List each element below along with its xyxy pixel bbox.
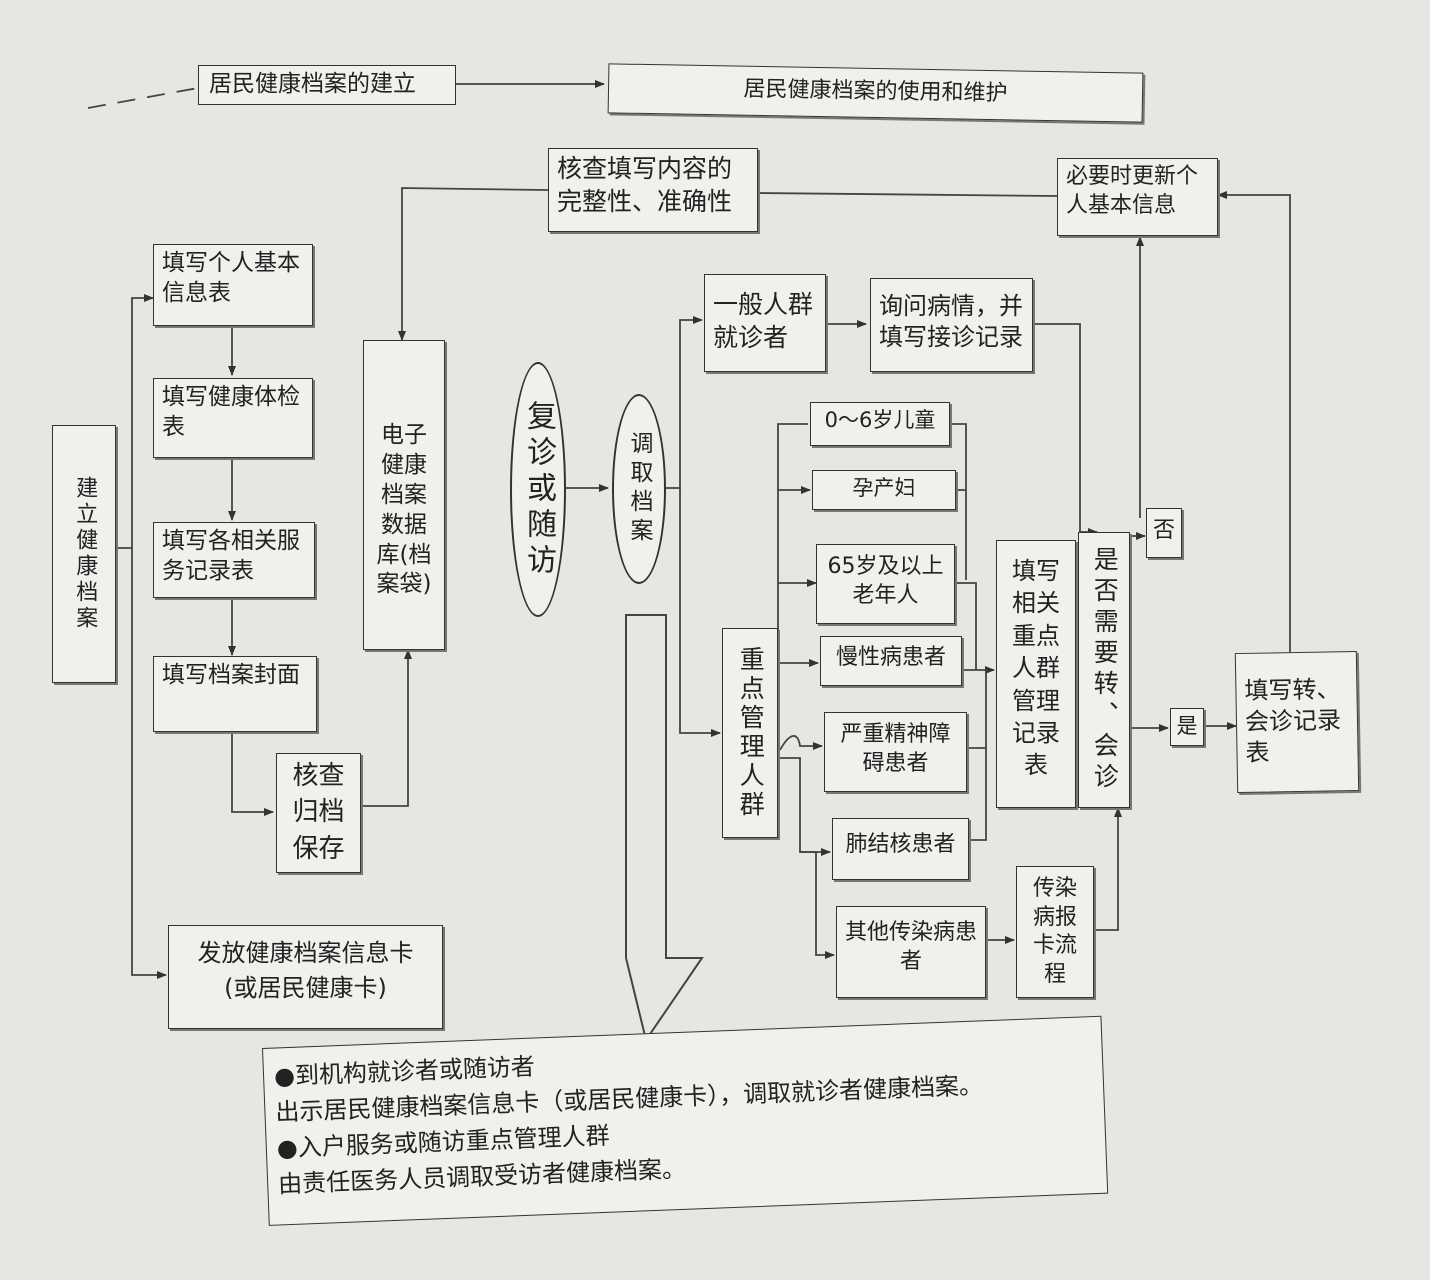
key-to-tb-arrow xyxy=(780,757,831,856)
retrieve-to-general-arrow xyxy=(666,316,703,489)
step4-box: 填写档案封面 xyxy=(153,656,317,732)
decision-box: 是否需要转、会诊 xyxy=(1078,532,1130,808)
key-item-mental: 严重精神障碍患者 xyxy=(824,712,967,792)
key-to-other-arrow xyxy=(800,851,835,959)
dashed-lead-line xyxy=(87,87,199,109)
use-maintain-box: 居民健康档案的使用和维护 xyxy=(607,63,1144,123)
record-bus-2 xyxy=(966,582,977,670)
key-item-tb: 肺结核患者 xyxy=(832,818,969,880)
no-label: 否 xyxy=(1146,508,1182,558)
database-box: 电子健康档案数据库(档案袋) xyxy=(363,340,445,650)
referral-form-box: 填写转、会诊记录表 xyxy=(1234,650,1360,794)
note-box: ●到机构就诊者或随访者 出示居民健康档案信息卡（或居民健康卡），调取就诊者健康档… xyxy=(262,1015,1109,1226)
key-item-children: 0～6岁儿童 xyxy=(810,402,950,446)
record-bus-1 xyxy=(950,423,967,580)
update-info-box: 必要时更新个人基本信息 xyxy=(1057,158,1218,236)
root-to-card-arrow xyxy=(131,548,167,979)
yes-label: 是 xyxy=(1170,708,1204,746)
key-to-mental-arrow xyxy=(779,735,823,751)
big-down-arrow xyxy=(625,614,704,1043)
root-box: 建立健康档案 xyxy=(52,425,116,683)
step2-box: 填写健康体检表 xyxy=(153,378,313,458)
step1-box: 填写个人基本信息表 xyxy=(153,244,313,326)
check-to-database-arrow xyxy=(361,649,412,807)
mental-to-record-line xyxy=(967,670,987,749)
key-item-chronic: 慢性病患者 xyxy=(820,636,962,686)
infectious-report-box: 传染病报卡流程 xyxy=(1016,866,1094,998)
verify-box: 核查填写内容的完整性、准确性 xyxy=(548,148,758,232)
inquiry-box: 询问病情，并填写接诊记录 xyxy=(870,278,1033,372)
issue-card-line1: 发放健康档案信息卡 xyxy=(197,939,414,967)
key-branch-bus xyxy=(777,423,808,665)
check-archive-box: 核查归档保存 xyxy=(276,753,361,873)
followup-oval: 复诊或随访 xyxy=(510,362,566,617)
step3-box: 填写各相关服务记录表 xyxy=(153,522,315,598)
issue-card-box: 发放健康档案信息卡 (或居民健康卡) xyxy=(168,925,443,1029)
tb-to-record-line xyxy=(969,748,987,841)
general-patients-box: 一般人群就诊者 xyxy=(704,274,826,372)
key-item-elderly: 65岁及以上老年人 xyxy=(816,544,955,624)
establish-box: 居民健康档案的建立 xyxy=(198,65,456,105)
step4-to-check-arrow xyxy=(231,730,274,816)
issue-card-line2: (或居民健康卡) xyxy=(224,973,387,1002)
root-to-step1-arrow xyxy=(116,294,154,549)
inquiry-to-decision-arrow xyxy=(1033,323,1098,536)
retrieve-to-key-arrow xyxy=(679,488,721,737)
referral-to-update-arrow xyxy=(1217,191,1291,652)
key-group-box: 重点管理人群 xyxy=(722,628,778,838)
key-record-box: 填写相关重点人群管理记录表 xyxy=(996,540,1076,808)
retrieve-oval: 调取档案 xyxy=(612,394,666,584)
key-item-pregnant: 孕产妇 xyxy=(812,470,956,510)
key-item-other-infectious: 其他传染病患者 xyxy=(836,906,986,998)
report-to-decision-arrow xyxy=(1094,807,1122,931)
